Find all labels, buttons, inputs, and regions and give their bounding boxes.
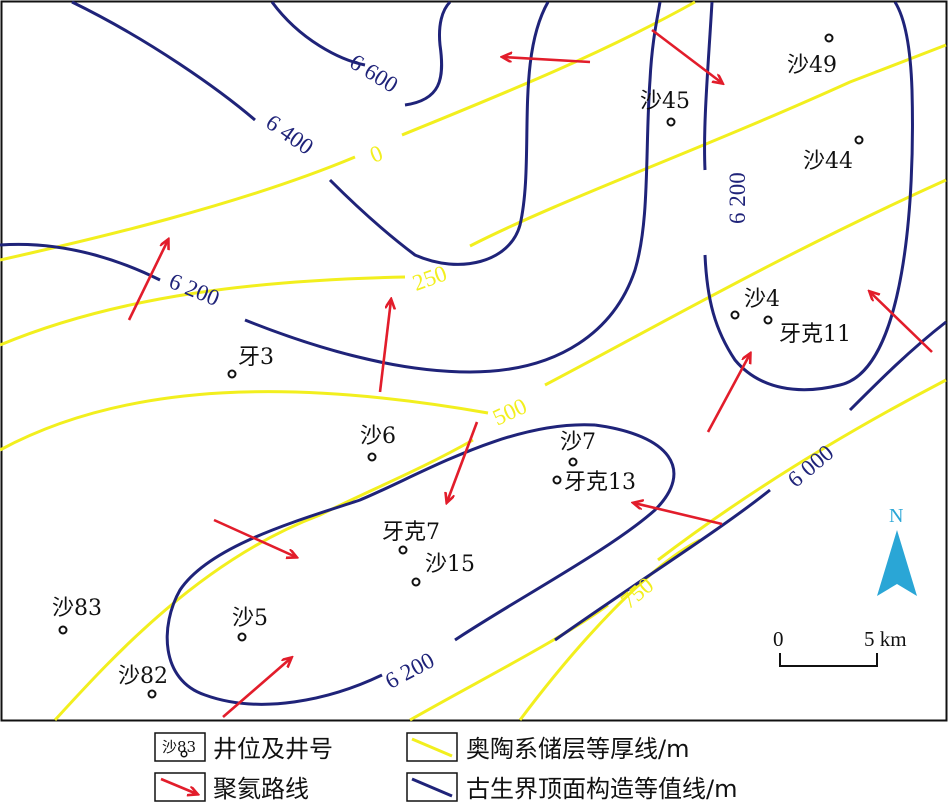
well-label: 沙83: [52, 596, 102, 621]
thickness-line-250a: [0, 275, 406, 347]
migration-arrow: [634, 503, 723, 526]
well-marker[interactable]: [147, 689, 157, 699]
migration-arrow: [447, 421, 479, 502]
thickness-line-lower: [53, 438, 474, 722]
legend-thickness-label: 奥陶系储层等厚线/m: [466, 735, 689, 763]
well-label: 沙49: [787, 53, 837, 78]
well-marker[interactable]: [730, 310, 740, 320]
well-label: 牙克7: [382, 520, 440, 545]
well-marker[interactable]: [237, 632, 247, 642]
structure-label-6600: 6 600: [345, 49, 402, 98]
well-labels: 沙49 沙45 沙44 沙4 牙克11 牙3 沙6 沙7 牙克13 牙克7 沙1…: [52, 53, 853, 689]
thickness-line-0a: [0, 155, 356, 262]
scale-bar-line: [779, 653, 878, 667]
well-label: 沙4: [744, 287, 780, 312]
structure-label-6200-a: 6 200: [166, 268, 223, 311]
well-marker[interactable]: [227, 369, 237, 379]
migration-arrow: [378, 300, 391, 393]
legend-well-label: 井位及井号: [213, 735, 333, 763]
structure-label-6400: 6 400: [261, 109, 318, 159]
well-marker[interactable]: [824, 33, 834, 43]
legend-thickness-box: [406, 732, 458, 762]
structure-contours: [0, 0, 947, 706]
scale-start: 0: [773, 627, 784, 651]
well-marker[interactable]: [854, 135, 864, 145]
map-frame: [0, 0, 948, 722]
well-label: 沙44: [803, 149, 853, 174]
structure-line-6200-south: [165, 423, 676, 706]
legend-well-symbol-icon: [180, 750, 188, 758]
thickness-label-500: 500: [489, 393, 531, 430]
well-label: 沙7: [560, 430, 596, 455]
well-label: 牙3: [238, 345, 274, 370]
well-label: 牙克13: [564, 470, 636, 495]
well-label: 沙6: [360, 424, 396, 449]
thickness-line-500a: [0, 390, 489, 452]
migration-arrow: [127, 240, 168, 321]
structure-line-6200-east: [703, 1, 914, 392]
structure-line-6000: [554, 320, 947, 642]
legend-structure-line: [411, 777, 453, 798]
migration-arrow: [503, 57, 591, 64]
well-label: 沙15: [425, 552, 475, 577]
migration-arrow: [651, 28, 722, 83]
well-marker[interactable]: [763, 315, 773, 325]
structure-line-6600: [270, 0, 452, 107]
legend-migration-label: 聚氦路线: [213, 775, 309, 803]
scale-end: 5 km: [864, 627, 907, 651]
legend: 沙83 井位及井号 奥陶系储层等厚线/m 聚氦路线 古生界顶面构造等值线/m: [154, 732, 737, 803]
well-label: 沙45: [640, 89, 690, 114]
well-marker[interactable]: [666, 117, 676, 127]
migration-arrow: [870, 292, 933, 353]
well-label: 牙克11: [779, 322, 851, 347]
north-arrow: N: [877, 505, 917, 596]
structure-line-6200-main: [0, 1, 662, 374]
thickness-label-0: 0: [366, 140, 386, 167]
migration-arrow: [222, 658, 291, 718]
wells: [58, 33, 864, 699]
well-marker[interactable]: [398, 545, 408, 555]
migration-arrow: [213, 518, 296, 557]
migration-arrow: [706, 354, 750, 433]
well-label: 沙5: [232, 606, 268, 631]
scale-bar: 0 5 km: [773, 627, 907, 667]
migration-arrows: [127, 28, 933, 718]
thickness-line-750b: [657, 378, 947, 562]
north-label: N: [889, 505, 903, 527]
thickness-label-750: 750: [616, 572, 658, 613]
structure-label-6200-b: 6 200: [725, 172, 750, 224]
legend-structure-label: 古生界顶面构造等值线/m: [466, 775, 737, 803]
legend-migration-arrow: [160, 777, 197, 794]
well-label: 沙82: [118, 664, 168, 689]
well-marker[interactable]: [552, 475, 562, 485]
well-marker[interactable]: [411, 577, 421, 587]
structure-label-6000: 6 000: [783, 440, 839, 492]
thickness-line-750c: [518, 538, 701, 721]
thickness-label-250: 250: [409, 261, 450, 296]
legend-well-symbol-text: 沙83: [162, 738, 196, 756]
north-arrow-icon: [877, 530, 917, 596]
legend-well-box: [154, 732, 206, 762]
legend-thickness-line: [411, 737, 453, 758]
structure-line-6400-loop: [71, 0, 550, 266]
thickness-contours: [0, 0, 947, 722]
structure-label-6200-c: 6 200: [381, 647, 438, 693]
thickness-line-500b: [544, 178, 947, 387]
well-marker[interactable]: [568, 457, 578, 467]
well-marker[interactable]: [367, 452, 377, 462]
well-marker[interactable]: [58, 625, 68, 635]
